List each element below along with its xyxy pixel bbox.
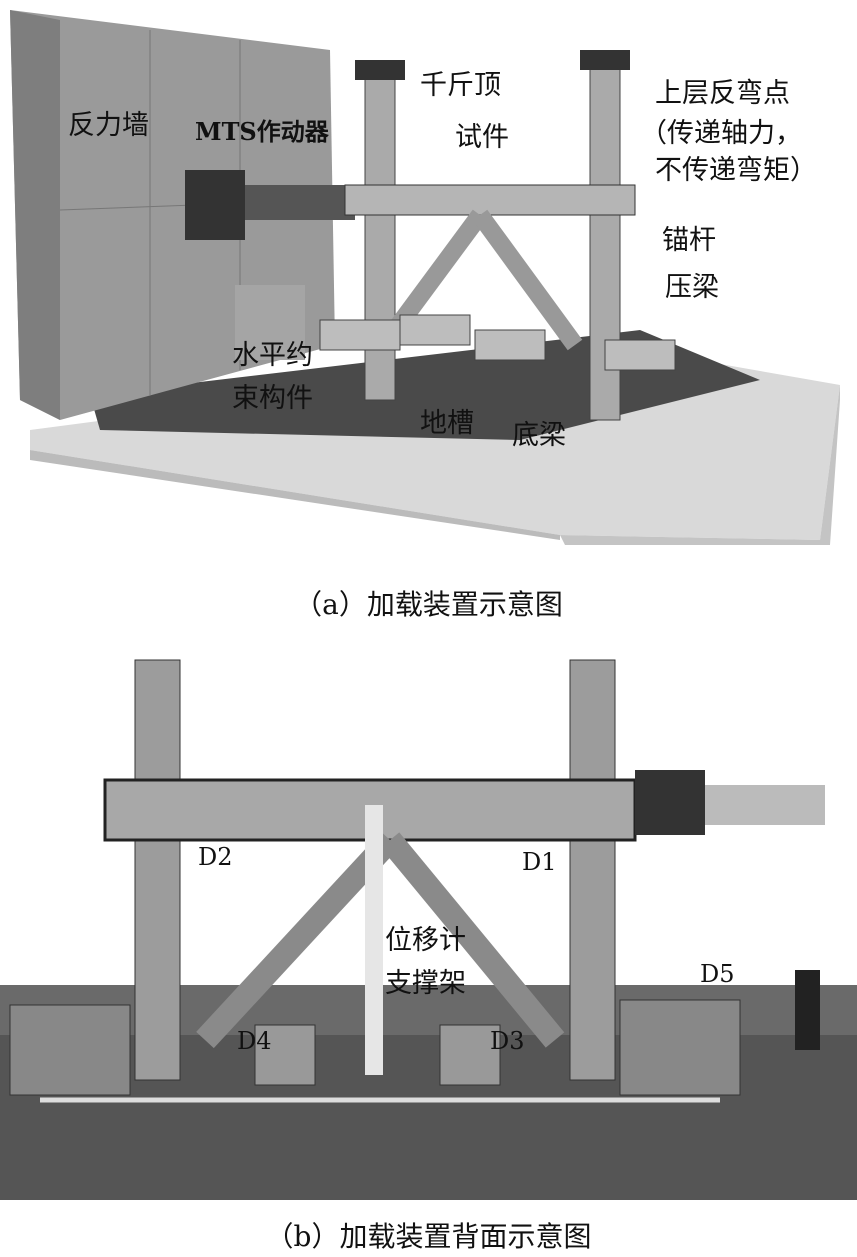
back-view-illustration <box>0 659 857 1200</box>
label-trench: 地槽 <box>420 408 474 439</box>
label-press-beam: 压梁 <box>665 272 719 303</box>
caption-a: （a）加载装置示意图 <box>294 588 563 621</box>
label-restraint-1: 水平约 <box>232 340 313 371</box>
label-jack: 千斤顶 <box>420 70 501 101</box>
label-inflection-note-2: 不传递弯矩） <box>655 155 817 186</box>
left-column <box>134 659 181 1081</box>
label-specimen: 试件 <box>455 122 509 153</box>
specimen-beam <box>344 184 636 216</box>
label-d5: D5 <box>700 960 735 988</box>
figure-b: D2 D1 位移计 支撑架 D5 D4 D3 （b）加载装置背面示意图 <box>0 655 857 1255</box>
right-column <box>569 659 616 1081</box>
label-inflection-point: 上层反弯点 <box>655 78 790 109</box>
label-inflection-note-1: （传递轴力， <box>640 118 802 149</box>
label-support-1: 位移计 <box>385 925 466 956</box>
label-base-beam: 底梁 <box>512 420 566 451</box>
label-support-2: 支撑架 <box>385 968 466 999</box>
label-d2: D2 <box>198 843 233 871</box>
caption-b: （b）加载装置背面示意图 <box>265 1220 592 1253</box>
label-reaction-wall: 反力墙 <box>68 110 149 141</box>
label-actuator: MTS作动器 <box>195 117 329 146</box>
loading-setup-illustration <box>10 10 840 545</box>
figure-a: 反力墙 MTS作动器 千斤顶 试件 上层反弯点 （传递轴力， 不传递弯矩） 锚杆… <box>10 10 840 621</box>
displacement-support <box>365 805 383 1075</box>
actuator <box>185 170 245 240</box>
label-d4: D4 <box>237 1027 272 1055</box>
label-d1: D1 <box>522 848 557 876</box>
label-anchor: 锚杆 <box>662 225 716 256</box>
label-d3: D3 <box>490 1027 525 1055</box>
label-restraint-2: 束构件 <box>232 383 313 414</box>
